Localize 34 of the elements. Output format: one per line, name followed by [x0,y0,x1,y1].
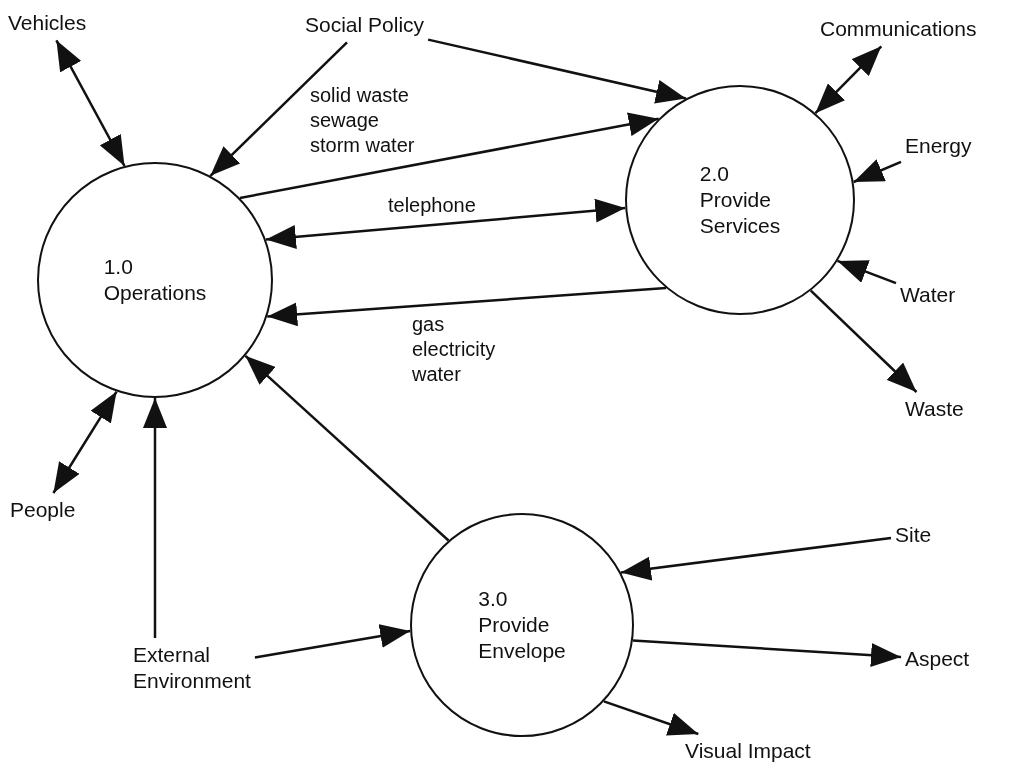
process-circle [625,85,855,315]
external-entity-label: Site [895,522,932,549]
process-label: 3.0 Provide Envelope [478,585,566,665]
external-entity-label: External Environment [133,642,251,695]
external-entity-label: Energy [905,133,972,160]
arrow [209,41,348,177]
process-circle [410,513,634,737]
arrow [239,112,659,200]
arrow [143,398,167,638]
arrow [620,536,892,581]
external-entity-label: Waste [905,396,964,423]
arrow [244,354,450,542]
arrow [809,289,918,393]
arrow [265,198,626,249]
external-entity-label: Water [900,282,956,309]
arrow [837,259,897,285]
arrow [55,39,126,167]
external-entity-label: Vehicles [8,10,87,37]
arrow [267,286,667,327]
arrow [52,390,118,494]
external-entity-label: Visual Impact [685,738,811,765]
arrow [853,159,902,184]
process-label: 1.0 Operations [103,253,207,306]
process-label: 2.0 Provide Services [699,160,781,240]
arrow [254,624,411,659]
external-entity-label: Aspect [905,646,970,673]
external-entity-label: Communications [820,16,977,43]
arrow [603,700,699,736]
process-circle [37,162,273,398]
external-entity-label: Social Policy [305,12,425,39]
arrow [632,639,902,668]
external-entity-label: People [10,497,76,524]
arrow [427,38,687,104]
arrow [814,45,883,115]
